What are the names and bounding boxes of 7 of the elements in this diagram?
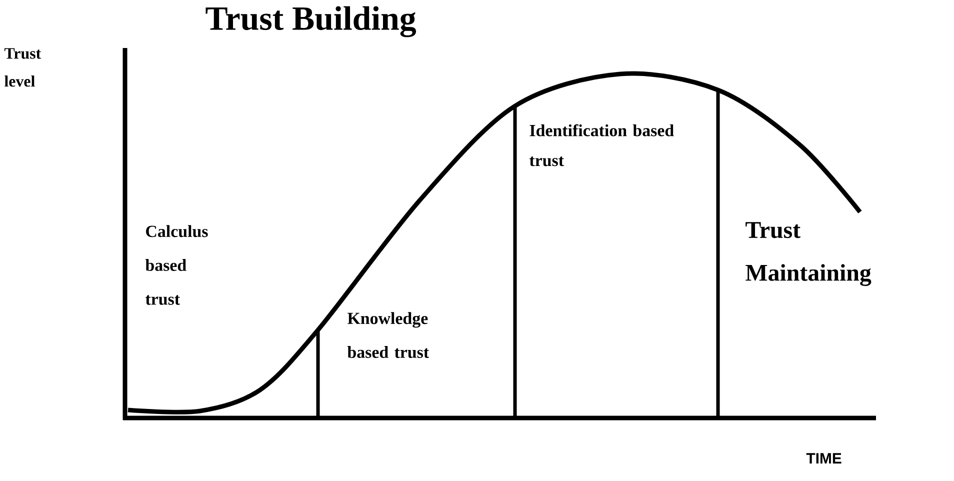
- chart-title: Trust Building: [206, 6, 416, 38]
- axis-label: TIME: [806, 453, 842, 464]
- phase-label: Trust Maintaining: [746, 222, 872, 286]
- phase-label: Knowledge based trust: [347, 312, 429, 358]
- phase-label: Calculus based trust: [145, 225, 208, 305]
- axis-label: Trust level: [4, 48, 42, 87]
- phase-label: Identification based trust: [529, 124, 674, 166]
